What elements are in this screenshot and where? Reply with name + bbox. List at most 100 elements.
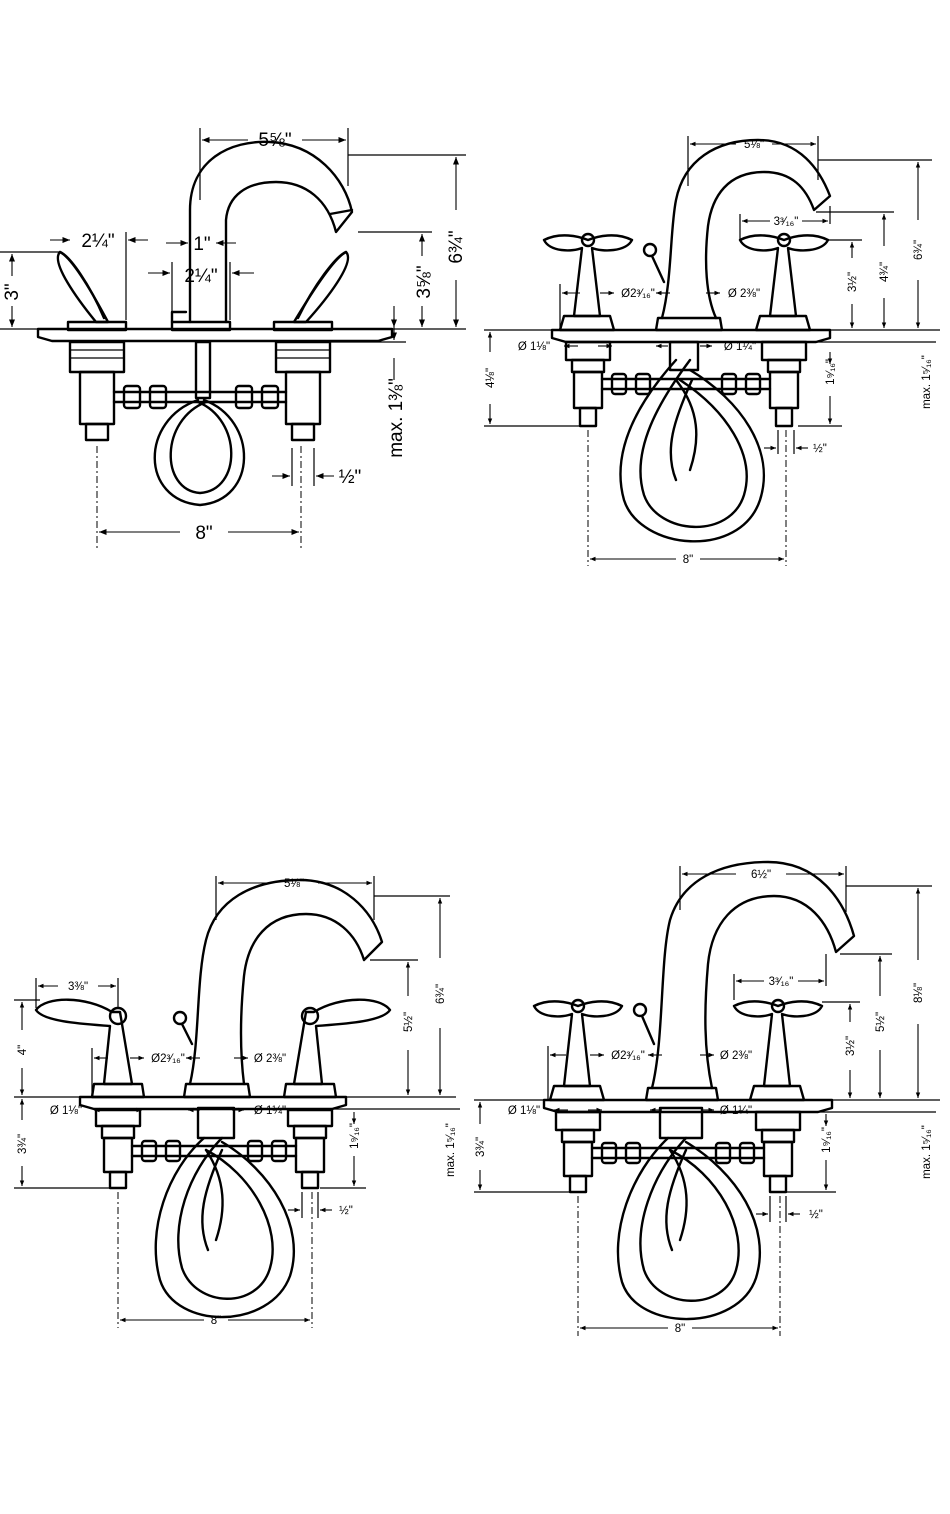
label-handle-height: 3½" bbox=[845, 1036, 857, 1056]
label-connection: ½" bbox=[813, 443, 827, 455]
label-spout-height: 4¾" bbox=[879, 262, 891, 282]
dimension-connection: ½" bbox=[756, 1196, 823, 1222]
pop-up-knob bbox=[174, 1012, 186, 1024]
left-lever-handle bbox=[36, 1000, 144, 1097]
spout-base bbox=[184, 1084, 250, 1097]
dimension-max-thickness: max. 1⅜" bbox=[320, 318, 407, 458]
faucet-drawing-4: 6½" 3³⁄₁₆" 8⅛" 5½" 3½" bbox=[474, 862, 940, 1336]
label-hole-right: Ø 1¼" bbox=[720, 1105, 752, 1117]
dimension-handle-height: 3½" bbox=[822, 1002, 860, 1098]
left-cross-handle bbox=[534, 1000, 622, 1100]
dimension-connection: ½" bbox=[288, 1192, 353, 1218]
dimension-total-height: 6¾" bbox=[818, 160, 932, 328]
label-base-left: Ø2³⁄₁₆" bbox=[621, 288, 655, 300]
spout-base bbox=[656, 318, 722, 330]
dimension-total-height: 8⅛" bbox=[846, 886, 932, 1098]
label-spread: 8" bbox=[211, 1315, 221, 1327]
dimension-base-left: Ø2³⁄₁₆" bbox=[548, 1046, 645, 1100]
left-valve bbox=[96, 1110, 140, 1188]
label-valve-depth: 1⁹⁄₁₆" bbox=[821, 1127, 833, 1153]
pop-up-knob bbox=[634, 1004, 646, 1016]
label-below-deck: 4⅛" bbox=[485, 368, 497, 388]
right-valve bbox=[288, 1110, 332, 1188]
dimension-spout-height: 3⅝" bbox=[358, 232, 435, 327]
label-spout-reach: 5⅝" bbox=[258, 130, 291, 151]
label-spread: 8" bbox=[675, 1323, 685, 1335]
label-spread: 8" bbox=[683, 554, 693, 566]
dimension-total-height: 6¾" bbox=[348, 155, 467, 329]
dimension-spread: 8" bbox=[578, 1196, 780, 1336]
label-total-height: 6¾" bbox=[435, 984, 447, 1004]
hose-loop bbox=[156, 1138, 294, 1317]
dimension-base-right: Ø 2⅜" bbox=[186, 1053, 286, 1065]
right-valve bbox=[756, 1112, 800, 1192]
label-handle-height: 3½" bbox=[847, 272, 859, 292]
dimension-valve-depth: 1⁹⁄₁₆" bbox=[786, 1114, 836, 1192]
dimension-spread: 8" bbox=[588, 430, 786, 566]
label-hole-right: Ø 1¼" bbox=[254, 1105, 286, 1117]
label-max-thickness: max. 1⁵⁄₁₆" bbox=[445, 1123, 457, 1177]
label-base-right: Ø 2⅜" bbox=[254, 1053, 286, 1065]
label-hole-left: Ø 1⅛" bbox=[508, 1105, 540, 1117]
label-valve-depth: 1⁹⁄₁₆" bbox=[825, 359, 837, 385]
label-spout-reach: 6½" bbox=[751, 869, 771, 881]
pop-up-rod bbox=[172, 312, 186, 322]
dimension-connection: ½" bbox=[272, 448, 361, 488]
dimension-connection: ½" bbox=[764, 430, 827, 455]
left-valve bbox=[566, 342, 610, 426]
dimension-spread: 8" bbox=[118, 1192, 312, 1328]
deck-plate bbox=[552, 330, 830, 342]
right-valve bbox=[762, 342, 806, 426]
dimension-handle-height: 3" bbox=[0, 252, 60, 329]
label-handle-reach: 3⅜" bbox=[68, 981, 88, 993]
label-handle-height: 4" bbox=[17, 1045, 29, 1055]
label-max-thickness: max. 1⅜" bbox=[386, 378, 407, 458]
label-base-right: Ø 2⅜" bbox=[720, 1050, 752, 1062]
label-total-height: 6¾" bbox=[913, 240, 925, 260]
deck-plate bbox=[544, 1100, 832, 1112]
dimension-spout-outlet: 3³⁄₁₆" bbox=[734, 954, 826, 1000]
dimension-valve-depth: 1⁹⁄₁₆" bbox=[320, 1112, 366, 1188]
dimension-valve-depth: 1⁹⁄₁₆" bbox=[798, 352, 842, 426]
label-hole-left: Ø 1⅛" bbox=[518, 341, 550, 353]
label-total-height: 6¾" bbox=[446, 230, 467, 263]
label-base-left: Ø2³⁄₁₆" bbox=[611, 1050, 645, 1062]
dimension-handle-height: 4" bbox=[14, 1000, 40, 1095]
label-below-deck: 3¾" bbox=[17, 1134, 29, 1154]
dimension-spout-reach: 6½" bbox=[680, 866, 846, 912]
label-hole-left: Ø 1⅛" bbox=[50, 1105, 82, 1117]
dimension-spout-reach: 5⅛" bbox=[216, 876, 374, 920]
label-spout-height: 3⅝" bbox=[414, 265, 435, 298]
label-valve-depth: 1⁹⁄₁₆" bbox=[349, 1123, 361, 1149]
hose-loop bbox=[618, 1138, 760, 1319]
dimension-spread: 8" bbox=[97, 446, 301, 548]
spout bbox=[652, 862, 854, 1088]
label-connection: ½" bbox=[339, 1205, 353, 1217]
label-connection: ½" bbox=[339, 467, 362, 488]
label-hole-right: Ø 1¼" bbox=[724, 341, 756, 353]
dimension-handle-height: 3½" bbox=[828, 240, 862, 328]
left-handle-base bbox=[68, 322, 126, 330]
dimension-center-width: 2¼" bbox=[148, 262, 254, 320]
label-handle-height: 3" bbox=[2, 283, 23, 300]
cross-tubing bbox=[114, 342, 286, 408]
label-spout-reach: 5⅛" bbox=[284, 878, 304, 890]
label-max-thickness: max. 1⁵⁄₁₆" bbox=[921, 1125, 933, 1179]
dimension-handle-reach: 3⅜" bbox=[36, 978, 118, 1008]
label-connection: ½" bbox=[809, 1209, 823, 1221]
label-center-offset: 1" bbox=[193, 234, 210, 255]
dimension-base-right: Ø 2⅜" bbox=[648, 1050, 752, 1062]
label-spout-reach: 5⅛" bbox=[744, 139, 764, 151]
right-handle-base bbox=[274, 322, 332, 330]
label-handle-reach: 2¼" bbox=[81, 231, 114, 252]
label-base-right: Ø 2⅜" bbox=[728, 288, 760, 300]
label-spout-outlet: 3³⁄₁₆" bbox=[769, 976, 794, 988]
right-lever-handle bbox=[284, 1000, 390, 1097]
label-spread: 8" bbox=[195, 523, 212, 544]
label-max-thickness: max. 1⁵⁄₁₆" bbox=[921, 355, 933, 409]
dimension-spout-height: 5½" bbox=[840, 954, 892, 1098]
left-valve bbox=[556, 1112, 600, 1192]
label-spout-height: 5½" bbox=[403, 1012, 415, 1032]
label-spout-outlet: 3³⁄₁₆" bbox=[774, 216, 799, 228]
